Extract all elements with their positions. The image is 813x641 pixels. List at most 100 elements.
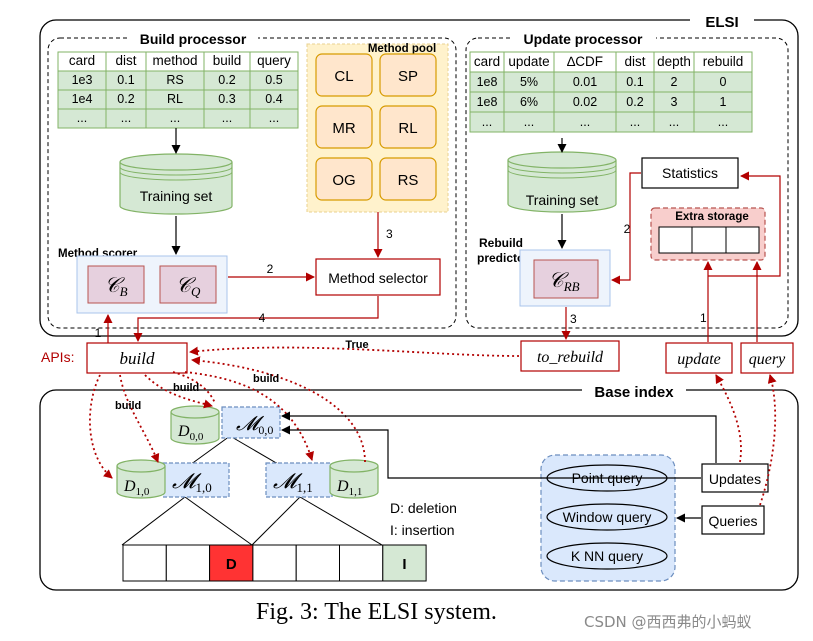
leaf-cell bbox=[339, 544, 384, 582]
update-table-cell: 1e8 bbox=[477, 95, 498, 109]
edge-label-1-update: 1 bbox=[700, 311, 707, 325]
edge-label-3-update: 3 bbox=[570, 312, 577, 326]
training-set-build: Training set bbox=[119, 153, 233, 215]
elsi-container bbox=[39, 19, 799, 337]
update-table-header-cell: ∆CDF bbox=[567, 54, 603, 69]
build-table-cell: 0.4 bbox=[265, 92, 282, 106]
method-cl-label: CL bbox=[334, 68, 353, 85]
node-m00-label: 𝓜0,0 bbox=[236, 413, 273, 437]
extra-storage-label: Extra storage bbox=[675, 211, 749, 223]
api-update[interactable] bbox=[665, 342, 733, 374]
method-sp bbox=[379, 53, 437, 97]
node-m11[interactable]: 𝓜1,1 bbox=[265, 462, 333, 498]
leaf-insertion-mark: I bbox=[402, 556, 406, 573]
update-table-header-cell: rebuild bbox=[703, 54, 744, 69]
updates-label: Updates bbox=[709, 471, 761, 487]
api-to-rebuild[interactable] bbox=[520, 340, 620, 372]
update-table-cell: 0.2 bbox=[626, 95, 643, 109]
queries-box[interactable] bbox=[701, 505, 765, 535]
edge-label-3-build: 3 bbox=[386, 227, 393, 241]
c-b-box bbox=[87, 265, 145, 304]
build-table-cell: ... bbox=[269, 111, 279, 125]
training-set-update-label: Training set bbox=[526, 192, 599, 208]
update-table-cell: 0.01 bbox=[573, 75, 597, 89]
queries-group bbox=[540, 454, 676, 582]
build-table-header-cell: build bbox=[213, 53, 242, 68]
build-table-cell: 0.1 bbox=[117, 73, 134, 87]
training-set-build-label: Training set bbox=[140, 188, 213, 204]
elsi-label: ELSI bbox=[705, 14, 738, 31]
update-table-cell: 5% bbox=[520, 75, 538, 89]
node-d11-label: D1,1 bbox=[336, 478, 362, 498]
leaf-cell bbox=[295, 544, 341, 582]
edge-label-true: True bbox=[345, 339, 368, 351]
node-d00-label: D0,0 bbox=[177, 423, 204, 443]
queries-label: Queries bbox=[708, 513, 757, 529]
build-table-header-cell: query bbox=[257, 53, 291, 68]
build-table-cell: RL bbox=[167, 92, 183, 106]
leaf-cell bbox=[122, 544, 167, 582]
build-table-cell: 0.5 bbox=[265, 73, 282, 87]
build-table-row bbox=[57, 108, 299, 129]
update-table-cell: 0.1 bbox=[626, 75, 643, 89]
api-to-rebuild-label: to_rebuild bbox=[537, 349, 604, 366]
build-table-cell: ... bbox=[121, 111, 131, 125]
update-table-cell: 6% bbox=[520, 95, 538, 109]
method-mr bbox=[315, 105, 373, 149]
node-m10[interactable]: 𝓜1,0 bbox=[162, 462, 230, 498]
update-table-header-cell: depth bbox=[657, 54, 691, 69]
leaf-cell bbox=[252, 544, 297, 582]
window-query-item[interactable] bbox=[546, 503, 668, 531]
api-query-label: query bbox=[749, 351, 786, 368]
figure-caption: Fig. 3: The ELSI system. bbox=[256, 599, 497, 625]
build-table-header-cell: dist bbox=[115, 53, 136, 68]
window-query-label: Window query bbox=[563, 509, 652, 525]
build-table-cell: 1e4 bbox=[72, 92, 93, 106]
edge-label-1-build: 1 bbox=[95, 326, 102, 340]
build-table-header-cell: method bbox=[152, 53, 197, 68]
update-table-cell: ... bbox=[669, 115, 679, 129]
updates-box[interactable] bbox=[701, 463, 769, 493]
api-query[interactable] bbox=[740, 342, 794, 374]
edge-label-2-build: 2 bbox=[267, 262, 274, 276]
build-table-cell: 0.2 bbox=[218, 73, 235, 87]
node-m10-label: 𝓜1,0 bbox=[172, 469, 212, 495]
method-sp-label: SP bbox=[398, 68, 418, 85]
node-d10: D1,0 bbox=[116, 459, 166, 499]
update-table-cell: 2 bbox=[671, 75, 678, 89]
method-rs-label: RS bbox=[398, 172, 419, 189]
update-table-cell: ... bbox=[718, 115, 728, 129]
update-table-cell: 1 bbox=[720, 95, 727, 109]
edge-label-build-b: build bbox=[253, 373, 279, 385]
method-rs bbox=[379, 157, 437, 201]
rebuild-predictor-line2: predictor bbox=[477, 251, 529, 265]
update-table-row bbox=[469, 111, 753, 133]
k-nn-query-item[interactable] bbox=[546, 542, 668, 570]
update-table-cell: 0 bbox=[720, 75, 727, 89]
method-selector-box[interactable] bbox=[315, 258, 441, 296]
update-table-cell: ... bbox=[580, 115, 590, 129]
edge-label-build-a: build bbox=[173, 382, 199, 394]
method-og bbox=[315, 157, 373, 201]
method-rl-label: RL bbox=[398, 120, 417, 137]
statistics-box[interactable] bbox=[641, 157, 739, 189]
method-pool-title: Method pool bbox=[368, 43, 436, 55]
method-rl bbox=[379, 105, 437, 149]
edge-label-2-update: 2 bbox=[624, 222, 631, 236]
base-index-label: Base index bbox=[594, 384, 674, 401]
build-table-cell: 0.3 bbox=[218, 92, 235, 106]
build-table-cell: ... bbox=[222, 111, 232, 125]
api-build[interactable] bbox=[86, 342, 188, 374]
update-processor-label: Update processor bbox=[523, 31, 643, 47]
build-table-cell: 0.2 bbox=[117, 92, 134, 106]
apis-label: APIs: bbox=[41, 349, 74, 365]
edge-label-4: 4 bbox=[259, 311, 266, 325]
update-table-header-cell: dist bbox=[624, 54, 645, 69]
node-d11: D1,1 bbox=[329, 459, 379, 499]
method-og-label: OG bbox=[332, 172, 355, 189]
training-set-update: Training set bbox=[507, 151, 617, 213]
node-m00[interactable]: 𝓜0,0 bbox=[221, 406, 281, 439]
update-table-header-cell: update bbox=[508, 54, 549, 69]
